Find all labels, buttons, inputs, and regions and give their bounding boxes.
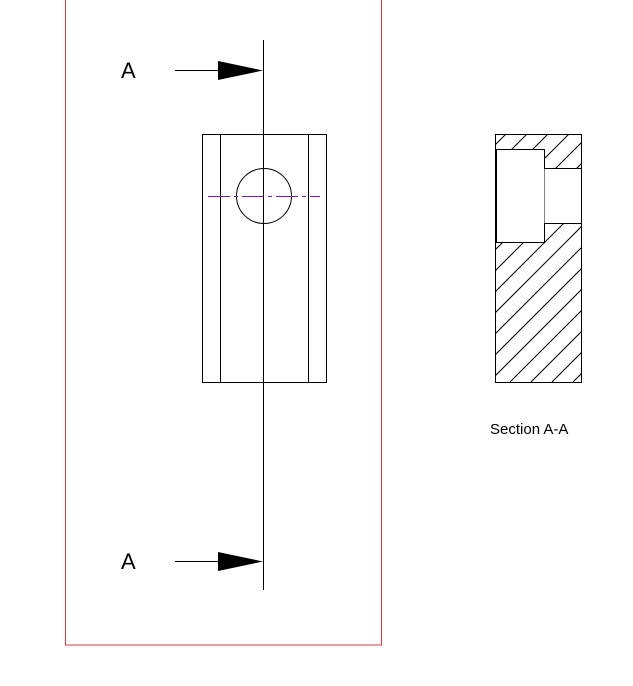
- through-hole-cavity: [544, 168, 583, 224]
- hatch-line: [530, 330, 582, 382]
- hatch-line: [496, 246, 582, 334]
- hatch-line: [496, 134, 528, 166]
- hatch-line: [496, 183, 582, 271]
- hatch-line: [496, 204, 582, 292]
- hatch-line: [496, 225, 582, 313]
- hatch-line: [496, 267, 582, 355]
- part-outline: [202, 134, 327, 383]
- section-outline: [495, 134, 582, 383]
- hatch-line: [174, 134, 422, 382]
- arrow-head-bottom: [218, 552, 263, 571]
- view-border: [65, 0, 382, 646]
- hatch-line: [195, 134, 443, 382]
- hatch-line: [111, 134, 359, 382]
- hatch-line: [237, 134, 485, 382]
- section-caption: Section A-A: [490, 421, 568, 438]
- hatch-line: [153, 134, 401, 382]
- hatch-line: [594, 134, 633, 382]
- cut-label-top: A: [121, 58, 136, 83]
- hatch-line: [615, 134, 633, 382]
- section-arrow-bottom: [175, 552, 263, 571]
- hatch-line: [509, 309, 582, 382]
- section-view: [48, 134, 633, 383]
- front-view-part: [202, 134, 327, 383]
- counterbore-cavity: [496, 149, 545, 243]
- section-arrow-top: [175, 61, 263, 80]
- hatch-line: [132, 134, 380, 382]
- hatch-line: [69, 134, 317, 382]
- arrow-head-top: [218, 61, 263, 80]
- cut-label-bottom: A: [121, 549, 136, 574]
- hatch-line: [48, 134, 296, 382]
- hatch-line: [496, 288, 582, 376]
- hatch-line: [90, 134, 338, 382]
